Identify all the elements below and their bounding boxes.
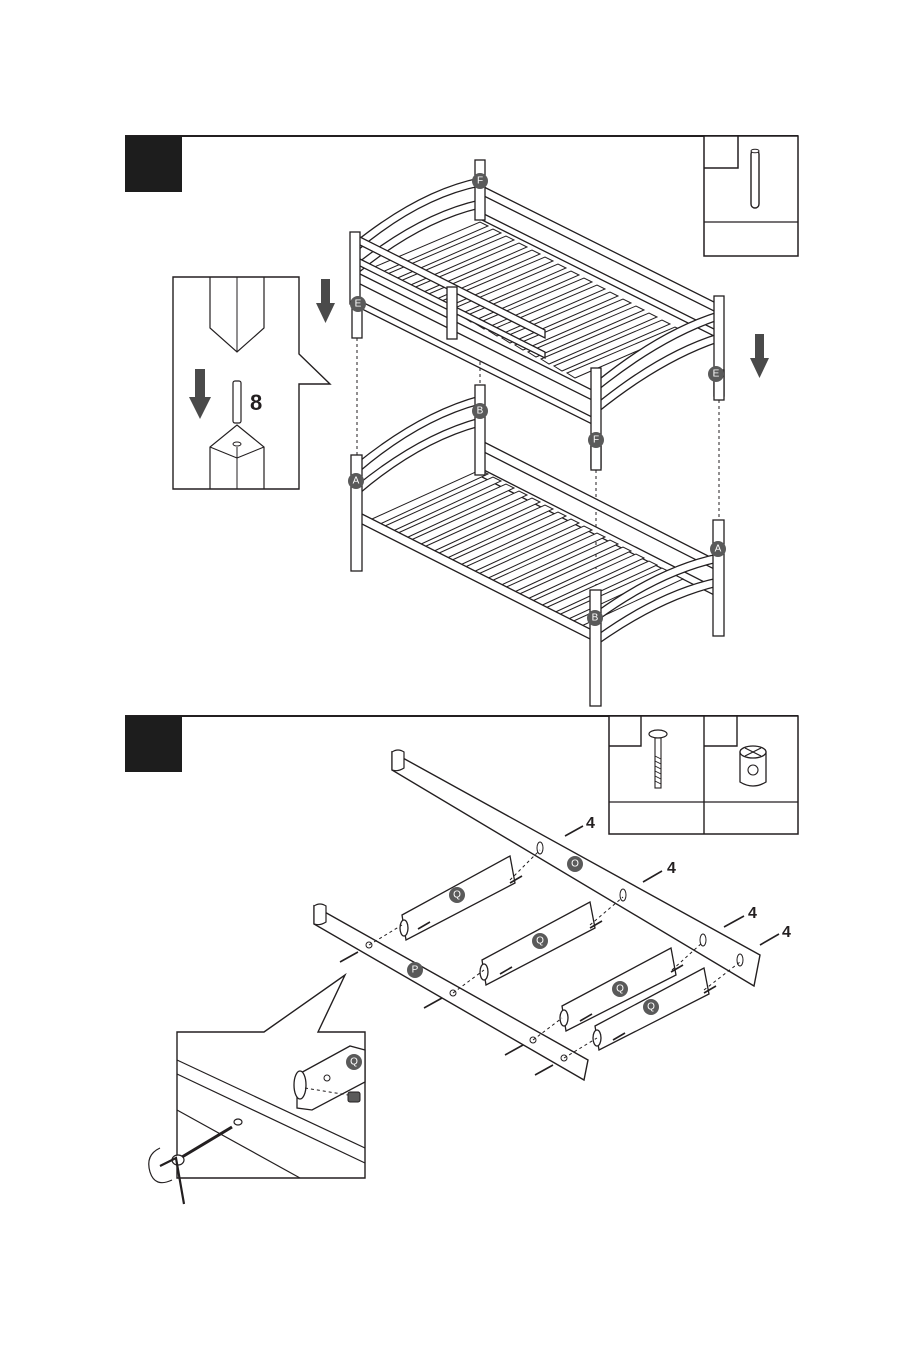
post-label-b-rear: B — [472, 403, 488, 419]
inset-barrel-nut-icon — [348, 1092, 360, 1102]
step-1-badge — [125, 136, 182, 192]
inset-dowel-icon — [233, 381, 241, 423]
part-label-q-inset: Q — [346, 1054, 362, 1070]
svg-text:A: A — [353, 476, 360, 487]
bottom-post-front-left — [351, 455, 362, 571]
post-label-e-rear: E — [708, 366, 724, 382]
post-label-a-rear: A — [710, 541, 726, 557]
part-label-q-3: Q — [612, 981, 628, 997]
dowel-icon — [751, 149, 759, 208]
down-arrow-right-icon — [750, 334, 769, 378]
top-post-rear-left — [475, 160, 485, 220]
svg-text:F: F — [477, 176, 483, 187]
barrel-nut-icon — [740, 746, 766, 786]
top-bunk-frame — [350, 160, 724, 470]
top-post-front-left — [350, 232, 360, 304]
svg-text:E: E — [355, 299, 362, 310]
bolt-count-1: 4 — [586, 815, 595, 832]
svg-text:P: P — [412, 965, 419, 976]
svg-text:O: O — [571, 859, 579, 870]
svg-text:Q: Q — [536, 936, 544, 947]
part-label-q-2: Q — [532, 933, 548, 949]
post-label-a-front: A — [348, 473, 364, 489]
post-label-e-front: E — [350, 296, 366, 312]
inset-quantity: 8 — [250, 390, 262, 415]
svg-text:F: F — [593, 435, 599, 446]
hardware-box-bolt-nut — [609, 716, 798, 834]
bolt-count-2: 4 — [667, 860, 676, 877]
dowel-inset-detail: 8 — [173, 277, 330, 489]
svg-text:E: E — [713, 369, 720, 380]
bottom-post-front-right — [590, 590, 601, 706]
post-label-b-front: B — [587, 610, 603, 626]
step-1-panel: 8 — [125, 136, 798, 706]
down-arrow-left-icon — [316, 279, 335, 323]
bolt-alignment-lines — [369, 850, 740, 1058]
part-label-p: P — [407, 962, 423, 978]
part-label-q-4: Q — [643, 999, 659, 1015]
svg-text:B: B — [592, 613, 599, 624]
bolt-count-4: 4 — [782, 924, 791, 941]
hardware-box-dowel — [704, 136, 798, 256]
bottom-post-rear-left — [475, 385, 485, 475]
post-label-f-front: F — [588, 432, 604, 448]
svg-text:Q: Q — [616, 984, 624, 995]
svg-text:Q: Q — [647, 1002, 655, 1013]
step-2-panel: 4 4 4 4 O P Q Q Q Q — [125, 716, 798, 1204]
post-label-f-rear: F — [472, 173, 488, 189]
bottom-bunk-frame — [351, 385, 724, 706]
bottom-post-rear-right — [713, 520, 724, 636]
svg-text:Q: Q — [453, 890, 461, 901]
svg-text:A: A — [715, 544, 722, 555]
part-label-o: O — [567, 856, 583, 872]
part-label-q-1: Q — [449, 887, 465, 903]
svg-text:B: B — [477, 406, 484, 417]
step-2-badge — [125, 716, 182, 772]
bolt-inset-detail: Q — [149, 975, 365, 1204]
svg-text:Q: Q — [350, 1057, 358, 1068]
bolt-count-3: 4 — [748, 905, 757, 922]
